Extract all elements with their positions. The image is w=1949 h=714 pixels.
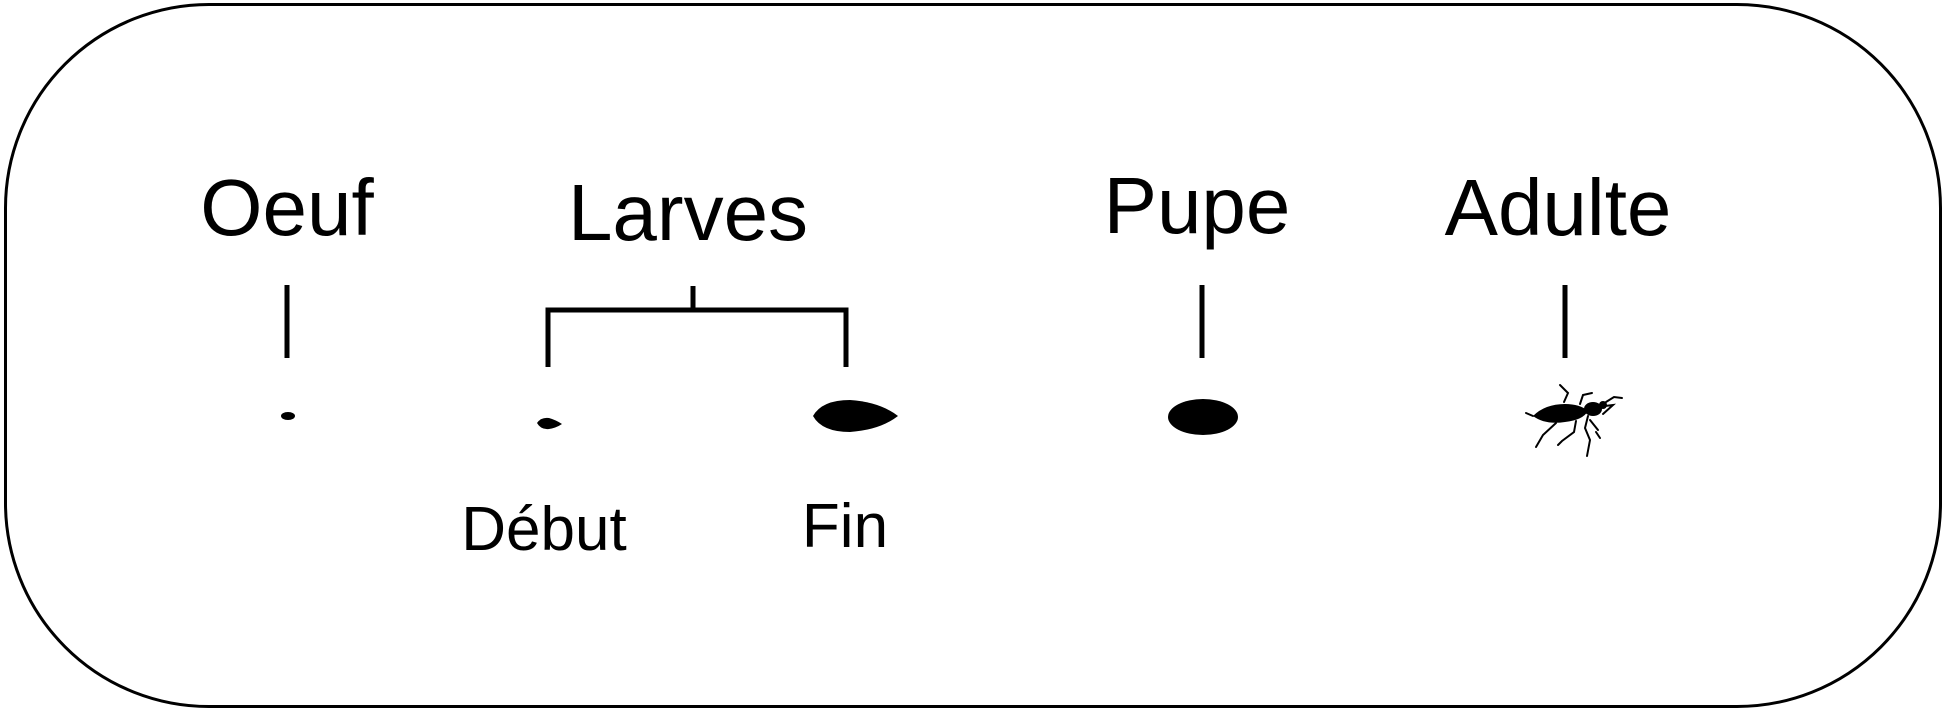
egg-dot-icon [281,412,295,420]
egg-stage-label: Oeuf [200,163,374,252]
larvae-end-label: Fin [801,492,889,561]
larvae-start-label: Début [461,495,627,564]
pupa-stage-label: Pupe [1103,161,1291,250]
adult-stage-label: Adulte [1444,163,1672,252]
rounded-frame [4,3,1942,708]
adult-insect-icon [1525,384,1623,457]
pupa-oval-icon [1168,399,1238,435]
large-larva-icon [813,400,898,432]
larvae-bracket [545,286,849,367]
larvae-stage-label: Larves [567,168,809,257]
small-larva-icon [537,417,562,430]
